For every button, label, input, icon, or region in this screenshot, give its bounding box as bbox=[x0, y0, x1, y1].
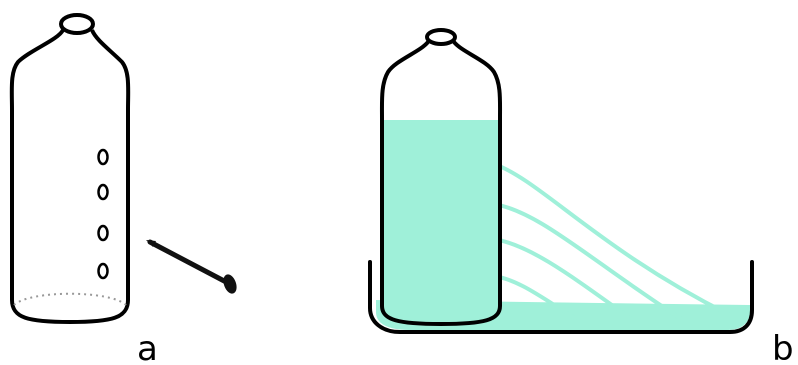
hole-3 bbox=[99, 226, 108, 240]
panel-label-b: b bbox=[772, 329, 794, 365]
hole-4 bbox=[99, 264, 108, 278]
bottle-with-water-icon bbox=[382, 30, 500, 324]
water-jets bbox=[494, 164, 728, 318]
bottle-with-holes-icon bbox=[12, 15, 128, 322]
panel-a: a bbox=[12, 15, 239, 365]
hole-1 bbox=[99, 150, 108, 164]
hole-2 bbox=[99, 185, 108, 199]
panel-b: b bbox=[370, 30, 794, 365]
panel-label-a: a bbox=[137, 329, 158, 365]
nail-icon bbox=[146, 240, 239, 295]
